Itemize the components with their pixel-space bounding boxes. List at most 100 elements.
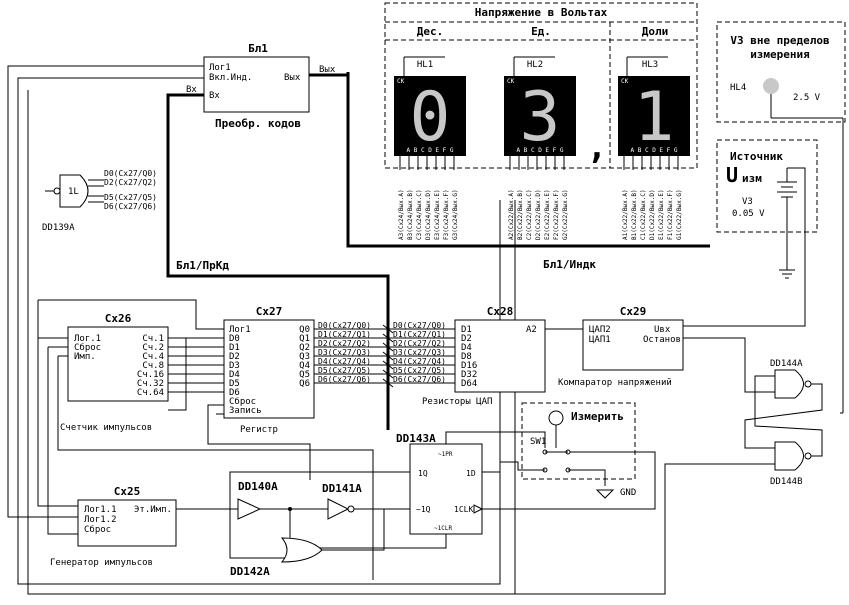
dd139a-gate: 1L DD139A D0(Cx27/Q0) D2(Cx27/Q2) D5(Cx2…: [42, 169, 157, 233]
overrange-title: V3 вне пределов: [730, 34, 829, 47]
dd144a-gate: DD144A: [770, 359, 812, 399]
bl1-pin-vkl: Вкл.Инд.: [209, 73, 252, 83]
cx26-output-label: Сч.32: [137, 379, 164, 389]
segment-pin-label: B2(Cx22/Вых.B): [517, 189, 524, 240]
bus-prkd-label: Бл1/ПрКд: [176, 259, 229, 272]
segment-letters: A B C D E F G: [631, 147, 678, 154]
dd139-in-3: D6(Cx27/Q6): [104, 202, 157, 211]
ck-label: CK: [507, 78, 515, 85]
cx27-input-label: D5: [229, 379, 240, 389]
cx27-title: Cx27: [256, 305, 283, 318]
cx26-output-label: Сч.8: [142, 361, 164, 371]
dd144b-label: DD144B: [770, 477, 803, 487]
measure-title: Измерить: [571, 410, 624, 423]
q-wire-label: D1(Cx27/Q1): [318, 330, 371, 339]
dd139-in-1: D2(Cx27/Q2): [104, 178, 157, 187]
cx27-input-label: D1: [229, 343, 240, 353]
dd144a-label: DD144A: [770, 359, 803, 369]
cx28-input-label: D32: [461, 370, 477, 380]
source-u: U: [726, 163, 738, 187]
dd144b-gate: DD144B: [770, 441, 812, 487]
cx26-title: Cx26: [105, 312, 132, 325]
measure-panel: Измерить SW1: [521, 402, 636, 480]
cx25-title: Cx25: [114, 485, 141, 498]
cx27-input-label: D4: [229, 370, 240, 380]
dd139-label: DD139A: [42, 223, 75, 233]
cx26-output-label: Сч.16: [137, 370, 164, 380]
cx27-input-label: D2: [229, 352, 240, 362]
q-wire-label: D3(Cx27/Q3): [318, 348, 371, 357]
hl2-label: HL2: [527, 60, 543, 70]
display-title: Напряжение в Вольтах: [475, 6, 608, 19]
dd141a-inverter: DD141A: [322, 482, 362, 520]
cx26-output-label: Сч.1: [142, 334, 164, 344]
hl2-pin-labels: A2(Cx22/Вых.A)B2(Cx22/Вых.B)C2(Cx22/Вых.…: [508, 156, 569, 240]
cx25-r0: Эт.Имп.: [134, 505, 172, 515]
segment-pin-label: D2(Cx22/Вых.D): [535, 189, 542, 240]
column-fractions: Доли: [642, 25, 669, 38]
cx28-out: A2: [526, 325, 537, 335]
gnd-label: GND: [620, 488, 636, 498]
q-wire-label: D6(Cx27/Q6): [318, 375, 371, 384]
d-wire-label: D1(Cx27/Q1): [393, 330, 446, 339]
cx25-l0: Лог1.1: [84, 505, 117, 515]
cx26-counter: Cx26 Лог.1 Сброс Имп. Сч.1Сч.2Сч.4Сч.8Сч…: [38, 312, 169, 433]
hl1-label: HL1: [417, 60, 433, 70]
segment-pin-label: C1(Cx22/Вых.C): [640, 189, 647, 240]
seven-segment-hl1: CK 0 A B C D E F G: [394, 76, 466, 157]
cx28-caption: Резисторы ЦАП: [422, 397, 492, 407]
segment-pin-label: F2(Cx22/Вых.F): [553, 189, 560, 240]
bl1-pin-vyx: Вых: [284, 73, 301, 83]
bl1-title: Бл1: [248, 42, 268, 55]
overrange-panel: V3 вне пределов измерения HL4 2.5 V: [716, 21, 846, 413]
cx27-output-label: Q0: [299, 325, 310, 335]
cx27-output-label: Q2: [299, 343, 310, 353]
cx26-output-label: Сч.4: [142, 352, 164, 362]
bl1-caption: Преобр. кодов: [215, 117, 301, 130]
ck-label: CK: [397, 78, 405, 85]
cx26-l0: Лог.1: [74, 334, 101, 344]
d-wire-label: D2(Cx27/Q2): [393, 339, 446, 348]
dd140a-label: DD140A: [238, 480, 278, 493]
dd143-pin-clk: 1CLK: [454, 505, 473, 514]
cx27-output-label: Q6: [299, 379, 310, 389]
cx28-input-label: D4: [461, 343, 472, 353]
cx26-output-label: Сч.64: [137, 388, 164, 398]
cx26-caption: Счетчик импульсов: [60, 423, 152, 433]
dd141a-label: DD141A: [322, 482, 362, 495]
column-tens: Дес.: [417, 25, 444, 38]
segment-pin-label: A3(Cx24/Вых.A): [398, 189, 405, 240]
d-wire-label: D6(Cx27/Q6): [393, 375, 446, 384]
cx27-input-label: D0: [229, 334, 240, 344]
segment-pin-label: G3(Cx24/Вых.G): [452, 189, 459, 240]
cx29-caption: Компаратор напряжений: [558, 378, 672, 388]
measure-button-icon[interactable]: [548, 410, 564, 426]
hl4-label: HL4: [730, 83, 746, 93]
cx27-output-label: Q1: [299, 334, 310, 344]
hl3-pin-labels: A1(Cx22/Вых.A)B1(Cx22/Вых.B)C1(Cx22/Вых.…: [622, 156, 683, 240]
seven-segment-hl2: CK 3 A B C D E F G: [504, 76, 576, 157]
cx28-input-label: D8: [461, 352, 472, 362]
segment-pin-label: E3(Cx24/Вых.E): [434, 189, 441, 240]
digit-tens: 0: [410, 78, 451, 157]
ck-label: CK: [621, 78, 629, 85]
cx28-input-label: D64: [461, 379, 477, 389]
cx25-l2: Сброс: [84, 524, 111, 535]
cx29-l1: ЦАП1: [589, 335, 611, 345]
dd143-pin-pr: ~1PR: [438, 451, 453, 458]
d-wire-label: D3(Cx27/Q3): [393, 348, 446, 357]
segment-pin-label: G1(Cx22/Вых.G): [676, 189, 683, 240]
cx27-input-label: D3: [229, 361, 240, 371]
cx27-output-label: Q4: [299, 361, 310, 371]
segment-pin-label: C2(Cx22/Вых.C): [526, 189, 533, 240]
cx28-input-label: D1: [461, 325, 472, 335]
cx27-input-label: D6: [229, 388, 240, 398]
d-wire-label: D4(Cx27/Q4): [393, 357, 446, 366]
digit-units: 3: [520, 78, 561, 157]
seven-segment-hl3: CK 1 A B C D E F G: [618, 76, 690, 157]
segment-pin-label: F3(Cx24/Вых.F): [443, 189, 450, 240]
cx27-output-label: Q3: [299, 352, 310, 362]
source-value: 0.05 V: [732, 209, 765, 219]
